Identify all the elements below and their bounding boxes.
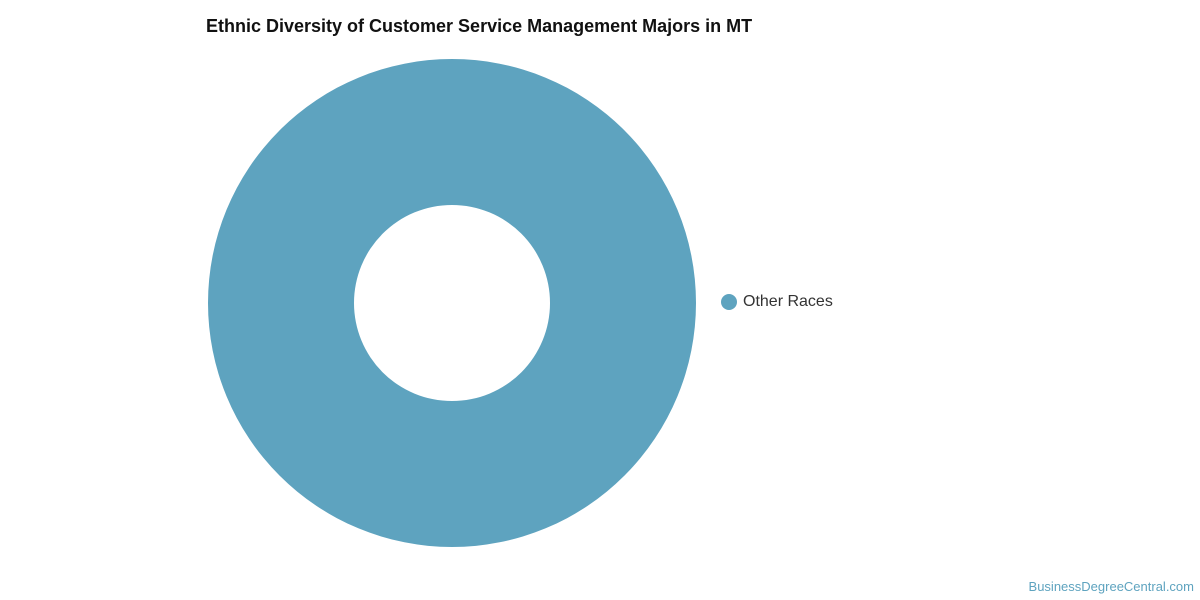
chart-title: Ethnic Diversity of Customer Service Man… — [206, 16, 753, 36]
donut-slice-other-races[interactable] — [208, 59, 696, 547]
legend-swatch-icon — [721, 294, 737, 310]
legend-label: Other Races — [743, 293, 833, 310]
chart-legend: Other Races — [721, 293, 833, 311]
site-watermark[interactable]: BusinessDegreeCentral.com — [1028, 579, 1194, 594]
legend-item[interactable]: Other Races — [721, 293, 833, 311]
